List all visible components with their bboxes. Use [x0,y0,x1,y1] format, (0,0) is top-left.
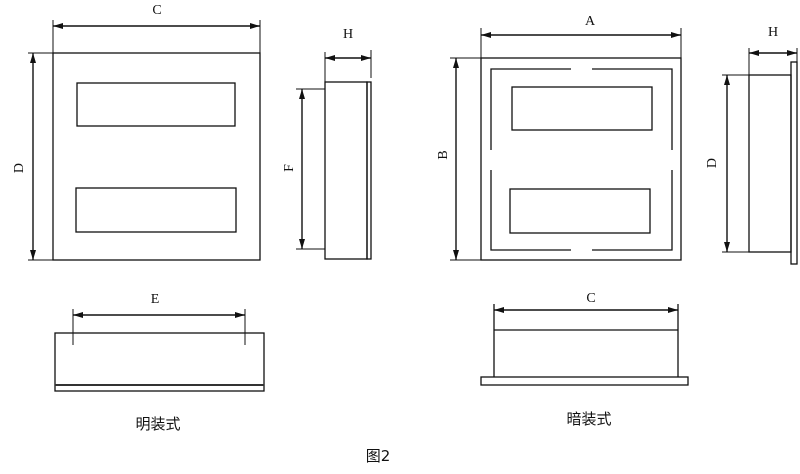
dimension-label-c: C [586,291,595,306]
surface-side-view: H F [282,27,372,260]
flush-front-view: A B [436,14,682,261]
flush-side-view: H D [705,25,798,265]
flush-top-flange [480,376,689,386]
flush-top-view: C 暗装式 [480,291,689,428]
surface-side-cover [366,81,372,260]
dimension-label-c: C [152,3,161,18]
surface-front-window-bottom [75,187,237,233]
flush-side-body [748,74,792,253]
flush-side-flange [790,61,798,265]
dimension-label-d: D [12,163,27,173]
surface-side-body [324,81,368,260]
surface-front-body [52,52,261,261]
dimension-label-f: F [282,164,297,172]
dimension-label-b: B [436,150,451,159]
surface-front-window-top [76,82,236,127]
surface-front-view: C D [12,3,261,261]
dimension-label-e: E [151,292,160,307]
dimension-label-d: D [705,158,720,168]
flush-front-window-bottom [509,188,651,234]
figure-caption: 图2 [366,447,391,465]
surface-top-body [54,332,265,392]
flush-front-window-top [511,86,653,131]
surface-top-view: E 明装式 [54,292,265,433]
caption-surface-mount: 明装式 [135,415,180,433]
flush-front-inner-frame [490,68,673,251]
dimension-label-a: A [585,14,596,29]
caption-flush-mount: 暗装式 [566,410,611,428]
dimension-label-h: H [343,27,353,42]
dimension-label-h: H [768,25,778,40]
flush-front-body [480,57,682,261]
